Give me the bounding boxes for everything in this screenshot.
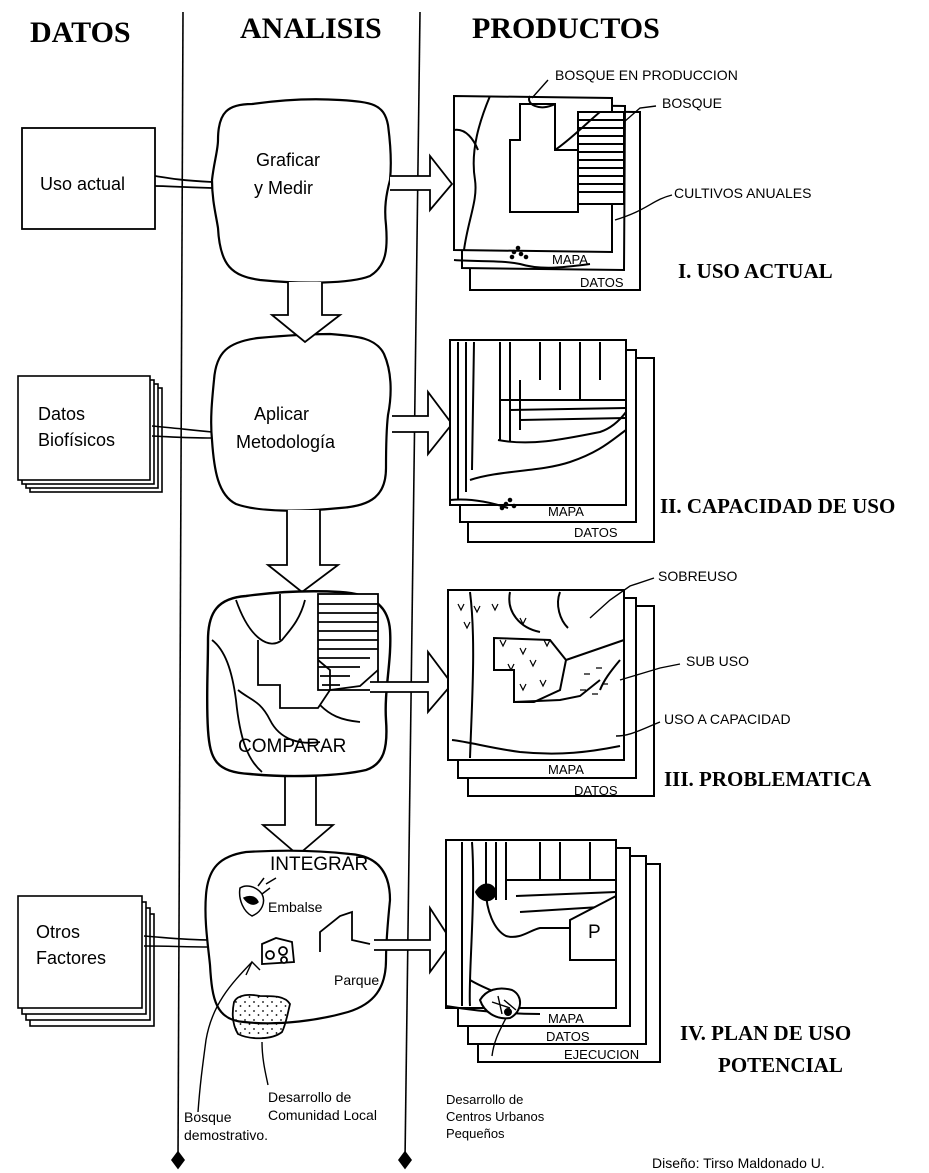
header-analisis: ANALISIS — [240, 12, 382, 45]
input-datos-biofisicos — [17, 375, 213, 493]
cultivos-anuales-label: CULTIVOS ANUALES — [674, 185, 811, 201]
process-integrar — [204, 849, 392, 1025]
credit: Diseño: Tirso Maldonado U. — [652, 1155, 825, 1171]
integrar-label: INTEGRAR — [270, 854, 368, 875]
map4-leader — [491, 1017, 507, 1057]
bosque-en-produccion-label: BOSQUE EN PRODUCCION — [555, 67, 738, 83]
bosque-demostrativo-line1: Bosque — [184, 1109, 232, 1125]
map4-mapa-label: MAPA — [548, 1011, 584, 1026]
bosque-label: BOSQUE — [662, 95, 722, 111]
process-aplicar — [210, 332, 392, 512]
product-map-uso-actual — [453, 94, 641, 291]
uso-a-capacidad-label: USO A CAPACIDAD — [664, 711, 791, 727]
map3-datos-label: DATOS — [574, 783, 618, 798]
map4-datos-label: DATOS — [546, 1029, 590, 1044]
input-uso-actual — [21, 127, 213, 230]
integrar-settlement-icon — [261, 937, 295, 965]
divider-left-end-diamond — [171, 1150, 185, 1170]
map4-p-label: P — [588, 922, 601, 943]
otros-factores-line1: Otros — [36, 922, 80, 942]
map1-leaders — [531, 79, 673, 221]
product-map-capacidad — [449, 339, 655, 543]
product-map-problematica — [447, 589, 655, 797]
map4-ejecucion-label: EJECUCION — [564, 1047, 639, 1062]
integrar-leader-lines — [197, 960, 269, 1113]
sub-uso-label: SUB USO — [686, 653, 749, 669]
bosque-demostrativo-line2: demostrativo. — [184, 1127, 268, 1143]
parque-label: Parque — [334, 972, 379, 988]
divider-left — [177, 11, 184, 1161]
graficar-line1: Graficar — [256, 150, 320, 170]
desarrollo-comunidad-line2: Comunidad Local — [268, 1107, 377, 1123]
product-map-plan — [445, 839, 661, 1063]
arrow-graficar-to-aplicar — [269, 282, 343, 344]
aplicar-line1: Aplicar — [254, 404, 309, 424]
arrow-aplicar-to-comparar — [265, 510, 341, 594]
centros-urbanos-line3: Pequeños — [446, 1126, 505, 1141]
title-problematica: III. PROBLEMATICA — [664, 767, 872, 791]
arrow-to-product-2 — [392, 389, 454, 457]
datos-biofisicos-line2: Biofísicos — [38, 430, 115, 450]
arrow-to-product-1 — [390, 153, 454, 213]
otros-factores-line2: Factores — [36, 948, 106, 968]
title-capacidad: II. CAPACIDAD DE USO — [660, 494, 895, 518]
uso-actual-label: Uso actual — [40, 174, 125, 194]
map2-mapa-label: MAPA — [548, 504, 584, 519]
title-plan-line1: IV. PLAN DE USO — [680, 1021, 851, 1045]
embalse-label: Embalse — [268, 899, 323, 915]
header-datos: DATOS — [30, 16, 131, 49]
header-productos: PRODUCTOS — [472, 12, 660, 45]
centros-urbanos-line2: Centros Urbanos — [446, 1109, 545, 1124]
title-plan-line2: POTENCIAL — [718, 1053, 843, 1077]
map3-leaders — [589, 577, 681, 737]
input-otros-factores — [17, 895, 211, 1027]
sobreuso-label: SOBREUSO — [658, 568, 737, 584]
comparar-map-overlay — [211, 593, 379, 773]
comparar-label: COMPARAR — [238, 736, 346, 757]
graficar-line2: y Medir — [254, 178, 313, 198]
integrar-parque-symbol — [319, 910, 371, 952]
map1-datos-label: DATOS — [580, 275, 624, 290]
desarrollo-comunidad-line1: Desarrollo de — [268, 1089, 351, 1105]
datos-biofisicos-line1: Datos — [38, 404, 85, 424]
title-uso-actual: I. USO ACTUAL — [678, 259, 833, 283]
map1-mapa-label: MAPA — [552, 252, 588, 267]
arrow-comparar-to-integrar — [260, 772, 336, 857]
map2-datos-label: DATOS — [574, 525, 618, 540]
map3-mapa-label: MAPA — [548, 762, 584, 777]
process-graficar — [210, 98, 392, 284]
divider-right — [404, 11, 421, 1161]
integrar-bosque-patch — [231, 994, 291, 1040]
centros-urbanos-line1: Desarrollo de — [446, 1092, 523, 1107]
integrar-embalse-icon — [238, 877, 277, 917]
divider-right-end-diamond — [398, 1150, 412, 1170]
aplicar-line2: Metodología — [236, 432, 336, 452]
